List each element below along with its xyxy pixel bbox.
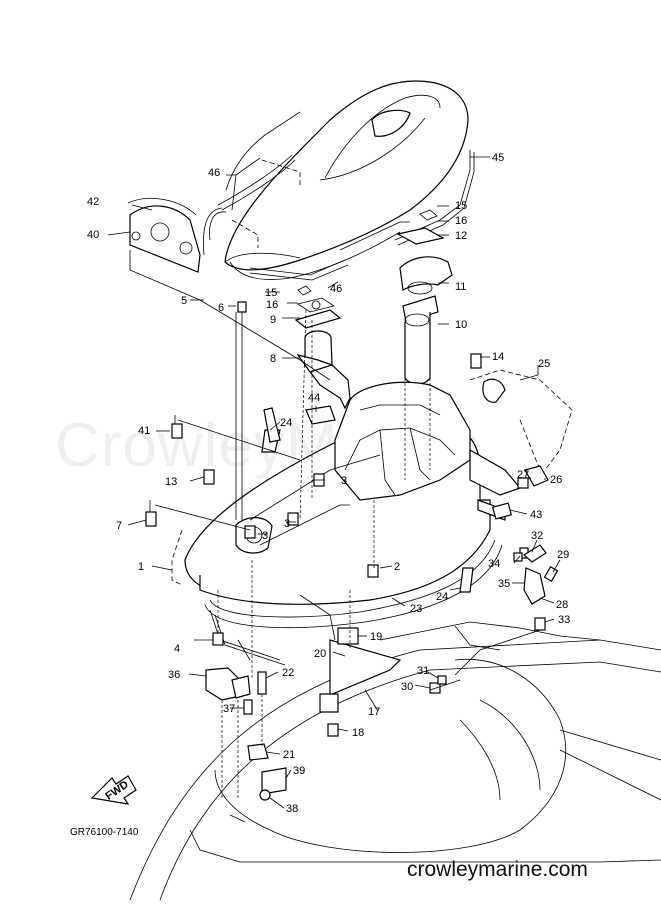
- callout-27: 27: [517, 469, 529, 481]
- callout-2: 2: [394, 561, 400, 573]
- callout-28: 28: [556, 599, 568, 611]
- callout-labels: 1 2 3 3 3 4 5 6 7 8 9 10 11 12 13 14 15 …: [87, 152, 570, 815]
- callout-34: 34: [488, 558, 500, 570]
- callout-16b: 16: [455, 215, 467, 227]
- callout-40: 40: [87, 229, 99, 241]
- callout-3c: 3: [262, 530, 268, 542]
- leader-lines: [107, 156, 561, 809]
- callout-14: 14: [492, 351, 504, 363]
- callout-3a: 3: [341, 475, 347, 487]
- callout-35: 35: [498, 578, 510, 590]
- callout-15b: 15: [455, 200, 467, 212]
- callout-5: 5: [181, 295, 187, 307]
- callout-4: 4: [174, 643, 180, 655]
- forward-direction-arrow: FWD: [90, 775, 137, 805]
- callout-38: 38: [286, 803, 298, 815]
- callout-19: 19: [370, 631, 382, 643]
- callout-24a: 24: [280, 417, 292, 429]
- callout-26: 26: [550, 474, 562, 486]
- callout-25: 25: [538, 358, 550, 370]
- callout-7: 7: [116, 520, 122, 532]
- callout-11: 11: [455, 281, 466, 293]
- callout-18: 18: [352, 727, 364, 739]
- callout-15a: 15: [265, 287, 277, 299]
- callout-23: 23: [410, 603, 422, 615]
- side-bracket: [127, 197, 201, 273]
- callout-16a: 16: [266, 299, 278, 311]
- diagram-code: GR76100-7140: [70, 827, 139, 838]
- callout-9: 9: [270, 314, 276, 326]
- callout-17: 17: [368, 706, 380, 718]
- hull-outline: [129, 621, 661, 901]
- callout-10: 10: [455, 319, 467, 331]
- callout-29: 29: [557, 549, 569, 561]
- callout-22: 22: [282, 667, 294, 679]
- callout-46b: 46: [330, 283, 342, 295]
- callout-3b: 3: [284, 518, 290, 530]
- site-credit: crowleymarine.com: [407, 858, 588, 881]
- callout-32: 32: [531, 530, 543, 542]
- callout-21: 21: [283, 749, 295, 761]
- callout-12: 12: [455, 230, 467, 242]
- assembly-lines: [129, 250, 541, 800]
- callout-24b: 24: [436, 591, 448, 603]
- callout-6: 6: [218, 302, 224, 314]
- callout-45: 45: [492, 152, 504, 164]
- callout-46a: 46: [208, 167, 220, 179]
- hood-cover: [224, 80, 469, 280]
- callout-33: 33: [558, 614, 570, 626]
- callout-37: 37: [223, 703, 235, 715]
- deck-tray: [184, 381, 522, 666]
- callout-31: 31: [417, 665, 429, 677]
- callout-36: 36: [168, 669, 180, 681]
- callout-43: 43: [530, 509, 542, 521]
- callout-39: 39: [293, 765, 305, 777]
- callout-44: 44: [308, 392, 320, 404]
- callout-1: 1: [138, 561, 144, 573]
- callout-20: 20: [314, 648, 326, 660]
- callout-30: 30: [401, 681, 413, 693]
- callout-42: 42: [87, 196, 99, 208]
- callout-41: 41: [138, 425, 150, 437]
- callout-13: 13: [165, 476, 177, 488]
- callout-8: 8: [270, 353, 276, 365]
